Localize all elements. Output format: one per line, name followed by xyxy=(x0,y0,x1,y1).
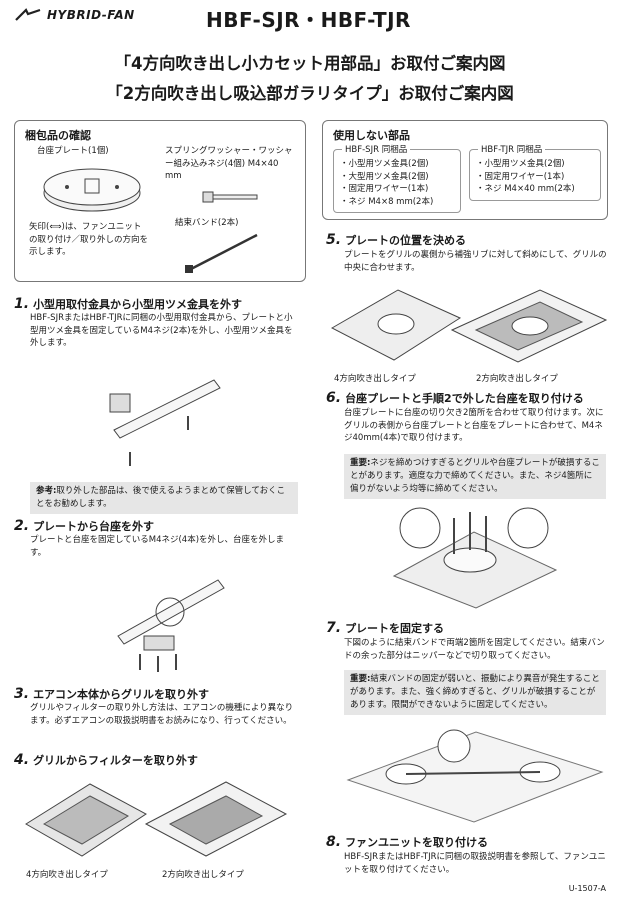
step-2-illustration xyxy=(117,579,225,672)
step-1-title: 1. 小型用取付金具から小型用ツメ金具を外す xyxy=(14,296,242,312)
step-heading: プレートを固定する xyxy=(345,622,445,635)
brand-name: HYBRID-FAN xyxy=(47,8,135,22)
step-1-body: HBF-SJRまたはHBF-TJRに同梱の小型用取付金具から、プレートと小型用ツ… xyxy=(30,313,293,348)
step-number: 3. xyxy=(14,686,30,702)
note-text: 結束バンドの固定が弱いと、振動により異音が発生することがあります。また、強く締め… xyxy=(350,674,600,710)
caption-4way: 4方向吹き出しタイプ xyxy=(334,374,416,384)
list-item: ・固定用ワイヤー(1本) xyxy=(340,184,429,194)
step-heading: プレートから台座を外す xyxy=(33,520,155,533)
note-label: 重要: xyxy=(350,674,371,684)
unused-title: 使用しない部品 xyxy=(333,129,410,142)
step-7-body: 下図のように結束バンドで両端2箇所を固定してください。結束バンドの余った部分はニ… xyxy=(344,638,605,661)
arrow-note: 矢印(⟺)は、ファンユニットの取り付け／取り外しの方向を示します。 xyxy=(29,222,149,257)
step-2-title: 2. プレートから台座を外す xyxy=(14,518,154,534)
step-3-title: 3. エアコン本体からグリルを取り外す xyxy=(14,686,209,702)
list-item: ・ネジ M4×40 mm(2本) xyxy=(476,184,575,194)
tjr-parts-group: HBF-TJR 同梱品 ・小型用ツメ金具(2個) ・固定用ワイヤー(1本) ・ネ… xyxy=(469,143,601,201)
step-heading: プレートの位置を決める xyxy=(345,234,467,247)
washer-label: スプリングワッシャー・ワッシャー組み込みネジ(4個) M4×40 mm xyxy=(165,146,293,181)
cable-tie-illustration xyxy=(185,233,258,273)
brand-mark-icon xyxy=(15,8,41,21)
step-6-note: 重要:ネジを締めつけすぎるとグリルや台座プレートが破損することがあります。適度な… xyxy=(344,454,606,499)
note-text: ネジを締めつけすぎるとグリルや台座プレートが破損することがあります。適度な力で締… xyxy=(350,458,600,494)
step-heading: ファンユニットを取り付ける xyxy=(345,836,489,849)
step-number: 7. xyxy=(326,620,342,636)
model-name: HBF-SJR・HBF-TJR xyxy=(206,8,411,32)
step-5-body: プレートをグリルの裏側から補強リブに対して斜めにして、グリルの中央に合わせます。 xyxy=(344,250,607,273)
note-label: 参考: xyxy=(36,486,57,496)
band-label: 結束バンド(2本) xyxy=(175,218,239,228)
step-number: 4. xyxy=(14,752,30,768)
step-heading: 小型用取付金具から小型用ツメ金具を外す xyxy=(33,298,243,311)
caption-2way: 2方向吹き出しタイプ xyxy=(162,870,244,880)
grille-2way-illustration xyxy=(144,781,288,857)
step-heading: エアコン本体からグリルを取り外す xyxy=(33,688,210,701)
step-number: 5. xyxy=(326,232,342,248)
step-3-body: グリルやフィルターの取り外し方法は、エアコンの機種により異なります。必ずエアコン… xyxy=(30,703,294,726)
page-title-2: 「2方向吹き出し吸込部ガラリタイプ」お取付ご案内図 xyxy=(106,84,514,103)
step-7-illustration xyxy=(346,729,604,823)
step-2-body: プレートと台座を固定しているM4ネジ(4本)を外し、台座を外します。 xyxy=(30,535,285,558)
step-number: 8. xyxy=(326,834,342,850)
sjr-parts-label: HBF-SJR 同梱品 xyxy=(342,143,411,155)
step-number: 2. xyxy=(14,518,30,534)
step-5-4way-illustration xyxy=(330,289,462,361)
step-number: 6. xyxy=(326,390,342,406)
list-item: ・小型用ツメ金具(2個) xyxy=(340,159,429,169)
step-1-note: 参考:取り外した部品は、後で使えるようまとめて保管しておくことをお勧めします。 xyxy=(30,482,298,514)
step-heading: 台座プレートと手順2で外した台座を取り付ける xyxy=(345,392,584,405)
step-8-body: HBF-SJRまたはHBF-TJRに同梱の取扱説明書を参照して、ファンユニットを… xyxy=(344,852,606,875)
step-6-illustration xyxy=(392,507,558,609)
step-heading: グリルからフィルターを取り外す xyxy=(33,754,198,767)
caption-2way: 2方向吹き出しタイプ xyxy=(476,374,558,384)
contents-box: 梱包品の確認 台座プレート(1個) スプリングワッシャー・ワッシャー組み込みネジ… xyxy=(14,120,306,282)
list-item: ・小型用ツメ金具(2個) xyxy=(476,159,565,169)
step-7-title: 7. プレートを固定する xyxy=(326,620,444,636)
page-title-1: 「4方向吹き出し小カセット用部品」お取付ご案内図 xyxy=(114,54,506,73)
list-item: ・ネジ M4×8 mm(2本) xyxy=(340,196,434,207)
note-label: 重要: xyxy=(350,458,371,468)
screw-illustration xyxy=(202,191,258,203)
step-6-title: 6. 台座プレートと手順2で外した台座を取り付ける xyxy=(326,390,584,406)
grille-4way-illustration xyxy=(25,783,147,857)
list-item: ・大型用ツメ金具(2個) xyxy=(340,171,429,182)
step-6-body: 台座プレートに台座の切り欠き2箇所を合わせて取り付けます。次にグリルの表側から台… xyxy=(344,408,604,443)
tjr-parts-label: HBF-TJR 同梱品 xyxy=(478,143,546,155)
list-item: ・固定用ワイヤー(1本) xyxy=(476,171,565,182)
step-1-illustration xyxy=(109,379,221,466)
contents-title: 梱包品の確認 xyxy=(25,129,91,142)
sjr-parts-group: HBF-SJR 同梱品 ・小型用ツメ金具(2個) ・大型用ツメ金具(2個) ・固… xyxy=(333,143,461,213)
step-7-note: 重要:結束バンドの固定が弱いと、振動により異音が発生することがあります。また、強… xyxy=(344,670,606,715)
step-5-title: 5. プレートの位置を決める xyxy=(326,232,466,248)
note-text: 取り外した部品は、後で使えるようまとめて保管しておくことをお勧めします。 xyxy=(36,486,286,509)
step-4-title: 4. グリルからフィルターを取り外す xyxy=(14,752,198,768)
brand-logo: HYBRID-FAN xyxy=(14,8,135,22)
document-code: U-1507-A xyxy=(568,884,606,893)
step-5-2way-illustration xyxy=(450,289,608,363)
base-plate-illustration xyxy=(43,168,141,212)
base-plate-label: 台座プレート(1個) xyxy=(37,146,109,156)
step-8-title: 8. ファンユニットを取り付ける xyxy=(326,834,488,850)
unused-parts-box: 使用しない部品 HBF-SJR 同梱品 ・小型用ツメ金具(2個) ・大型用ツメ金… xyxy=(322,120,608,220)
step-number: 1. xyxy=(14,296,30,312)
caption-4way: 4方向吹き出しタイプ xyxy=(26,870,108,880)
